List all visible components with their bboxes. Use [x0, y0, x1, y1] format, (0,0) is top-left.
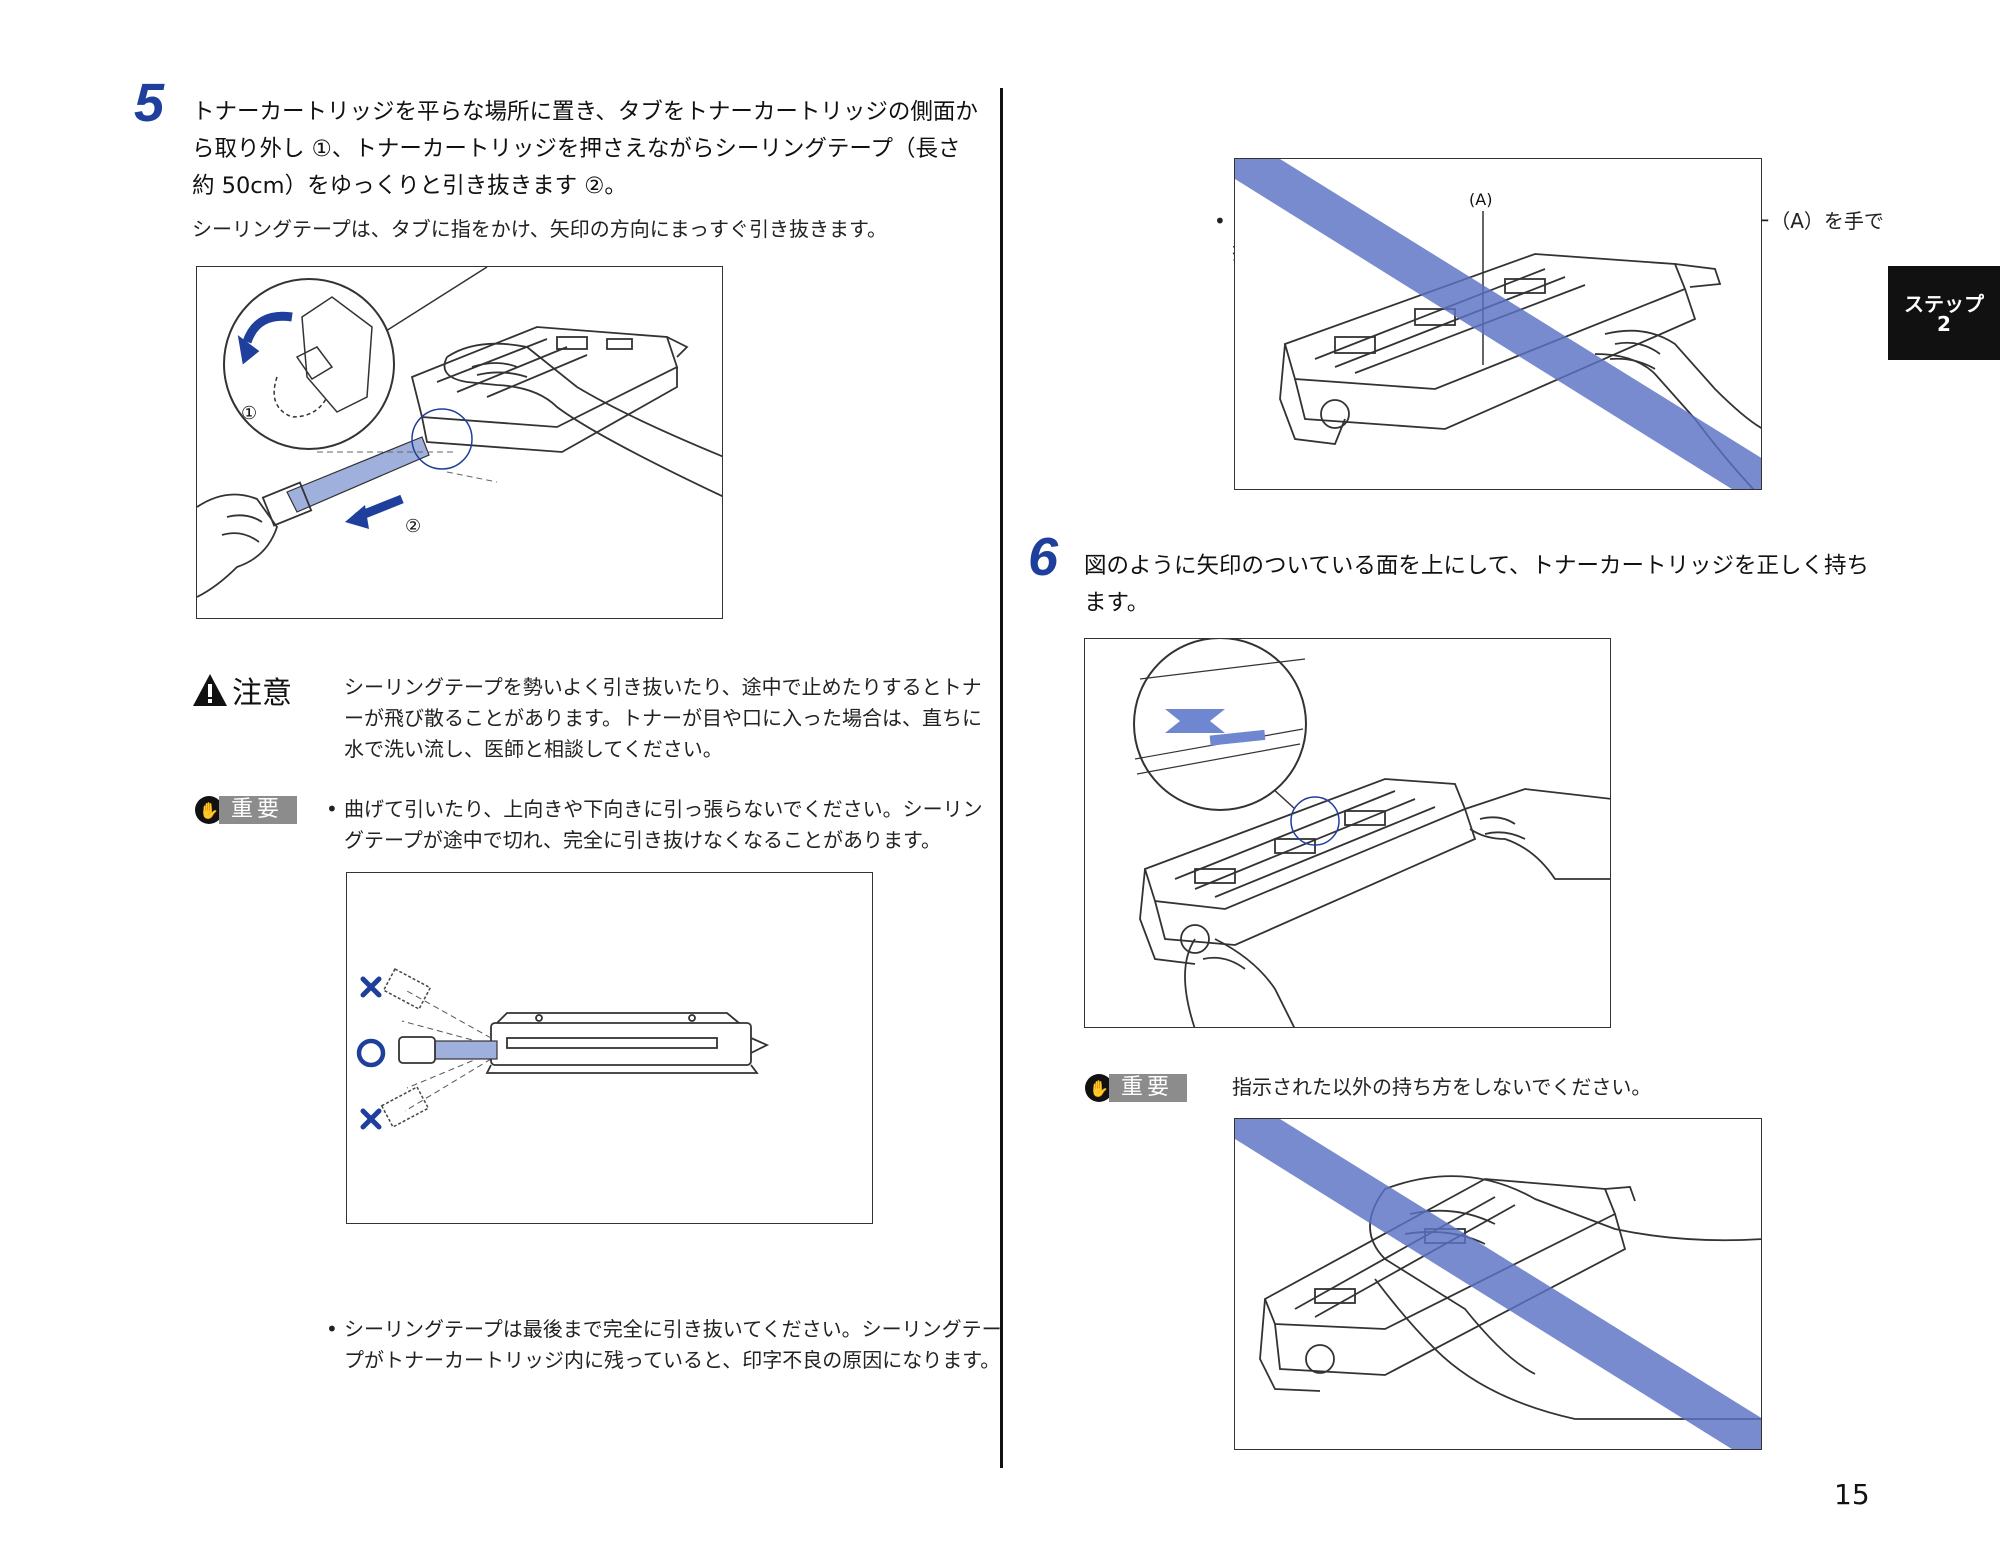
- step-6-important-text: 指示された以外の持ち方をしないでください。: [1232, 1075, 1652, 1099]
- warning-icon: [193, 674, 227, 706]
- figure-pull-sealing-tape: ① ②: [196, 266, 723, 619]
- important-label: 重要: [219, 796, 298, 824]
- hand-stop-icon: ✋: [195, 796, 223, 824]
- caution-label: 注意: [192, 668, 292, 712]
- caution-text: シーリングテープを勢いよく引き抜いたり、途中で止めたりするとトナーが飛び散ること…: [344, 675, 982, 761]
- side-tab-line1: ステップ: [1904, 292, 1984, 316]
- step-5-description: シーリングテープは、タブに指をかけ、矢印の方向にまっすぐ引き抜きます。: [192, 217, 887, 241]
- callout-1-label: ①: [241, 403, 257, 424]
- important-badge-step6: ✋ 重要: [1085, 1074, 1188, 1102]
- callout-2-label: ②: [405, 516, 421, 537]
- important-badge-step5: ✋ 重要: [195, 796, 298, 824]
- important-label: 重要: [1109, 1074, 1188, 1102]
- figure-pull-direction: [346, 872, 873, 1224]
- hand-stop-icon: ✋: [1085, 1074, 1113, 1102]
- figure-do-not-press-shutter: (A): [1234, 158, 1762, 490]
- figure-hold-cartridge: [1084, 638, 1611, 1028]
- shutter-label-a: (A): [1469, 190, 1492, 209]
- step-6-title: 図のように矢印のついている面を上にして、トナーカートリッジを正しく持ちます。: [1084, 553, 1870, 616]
- step-5-number: 5: [134, 73, 165, 133]
- side-tab-line2: 2: [1937, 312, 1951, 336]
- page-number: 15: [1834, 1478, 1870, 1511]
- side-tab-step-2[interactable]: ステップ 2: [1888, 266, 2000, 360]
- caution-label-text: 注意: [232, 676, 292, 711]
- column-divider: [1000, 88, 1003, 1468]
- important-bullet-2: シーリングテープは最後まで完全に引き抜いてください。シーリングテープがトナーカー…: [326, 1314, 1002, 1376]
- figure-wrong-hold: [1234, 1118, 1762, 1450]
- step-6-number: 6: [1028, 527, 1059, 587]
- important-bullet-1: 曲げて引いたり、上向きや下向きに引っ張らないでください。シーリングテープが途中で…: [326, 794, 1002, 856]
- step-5-title: トナーカートリッジを平らな場所に置き、タブをトナーカートリッジの側面から取り外し…: [192, 99, 978, 199]
